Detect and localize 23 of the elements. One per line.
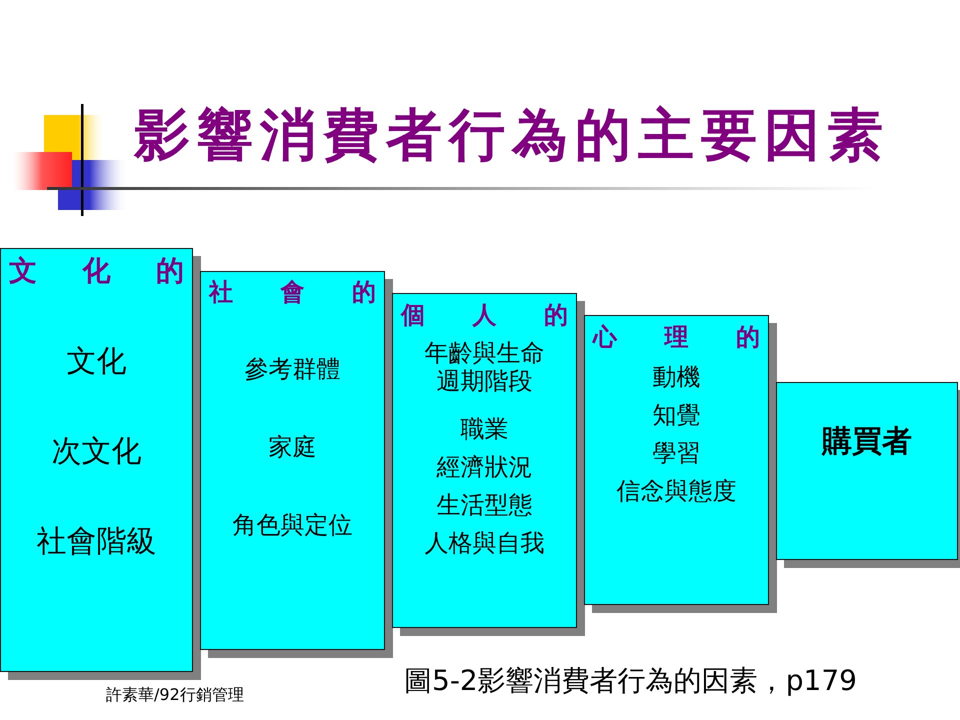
factor-item: 年齡與生命週期階段: [424, 340, 546, 396]
box-heading: 社 會 的: [209, 279, 376, 307]
factor-item: 生活型態: [436, 492, 532, 520]
factor-item: 經濟狀況: [436, 454, 532, 482]
factor-item: 學習: [652, 440, 700, 468]
box-heading: 文 化 的: [9, 255, 184, 288]
box-label: 購買者: [822, 425, 912, 460]
factor-item: 信念與態度: [616, 478, 736, 506]
figure-caption: 圖5-2影響消費者行為的因素，p179: [404, 664, 857, 698]
slide-title: 影響消費者行為的主要因素: [134, 104, 890, 168]
factor-item: 角色與定位: [232, 512, 352, 540]
box-heading: 個 人 的: [401, 302, 568, 330]
factor-item: 知覺: [652, 402, 700, 430]
factor-item: 職業: [460, 416, 508, 444]
factor-item: 次文化: [52, 435, 142, 470]
factor-item: 參考群體: [244, 356, 340, 384]
factor-item: 社會階級: [36, 525, 156, 560]
factor-item: 動機: [652, 364, 700, 392]
factor-item: 文化: [66, 345, 126, 380]
factor-item: 人格與自我: [424, 530, 544, 558]
footer-note: 許素華/92行銷管理: [106, 685, 244, 704]
factor-item: 家庭: [268, 434, 316, 462]
box-heading: 心 理 的: [593, 324, 760, 352]
